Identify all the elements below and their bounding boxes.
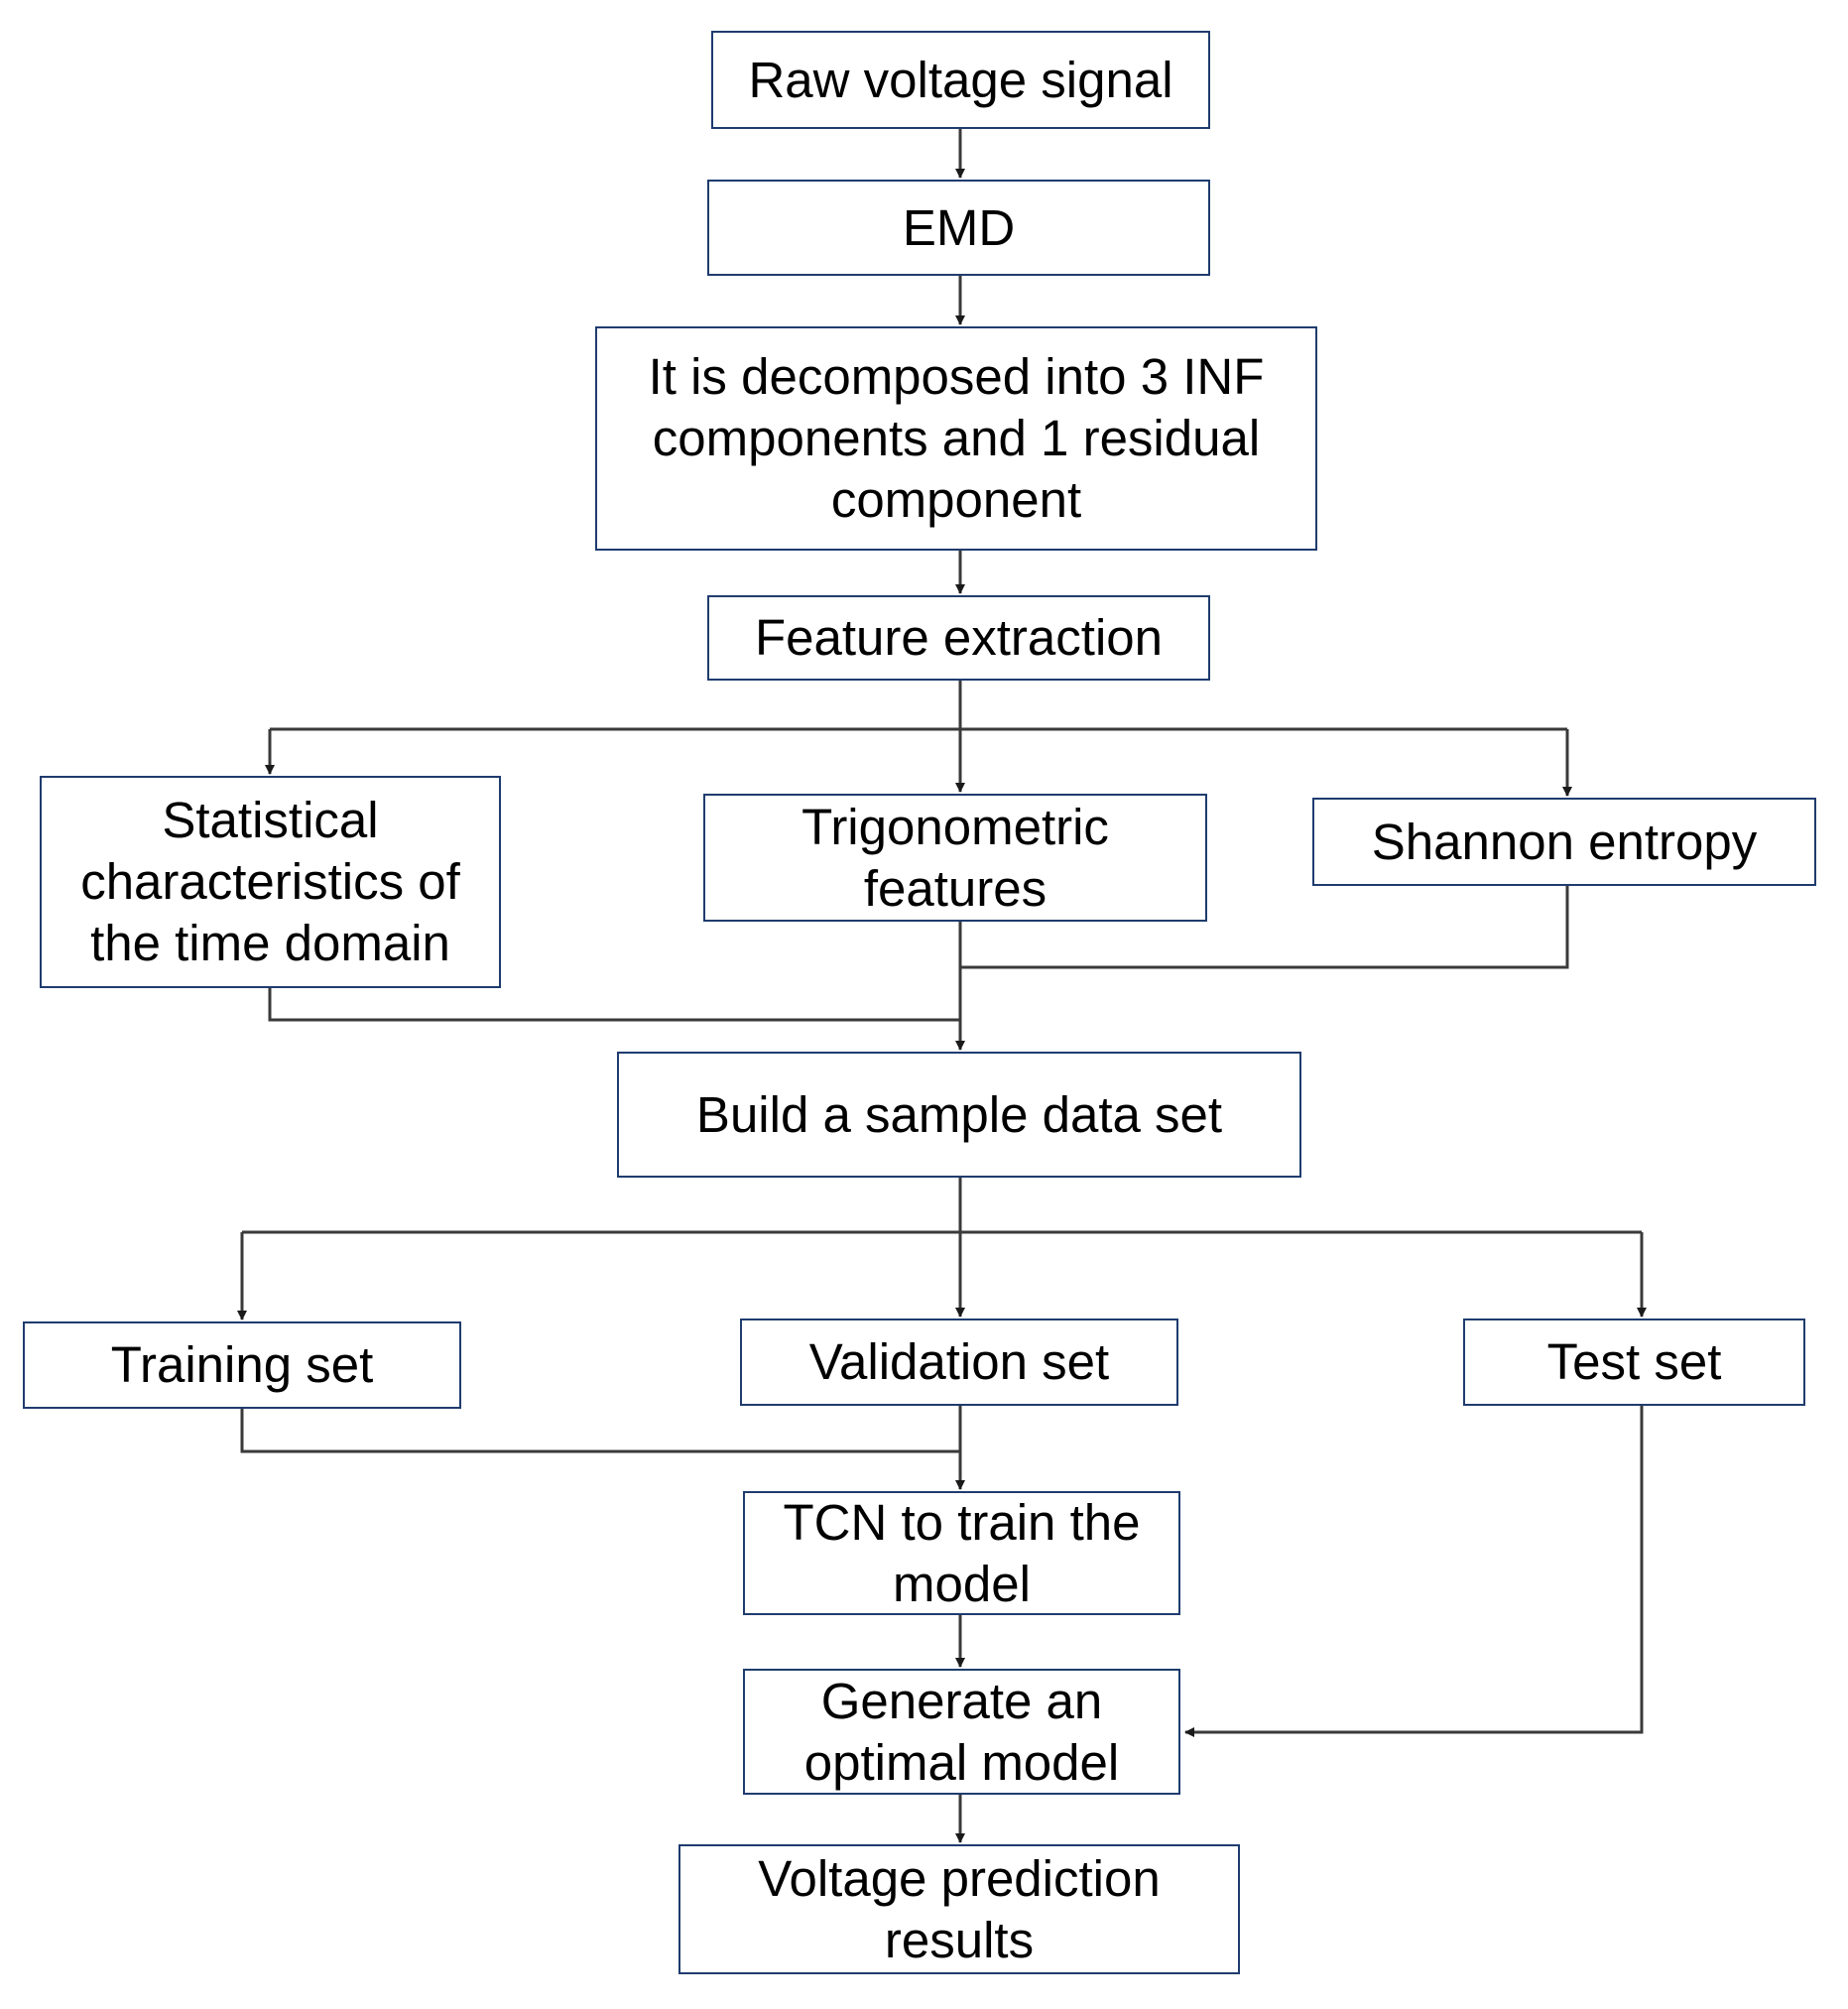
node-label-line: Test set	[1546, 1333, 1722, 1390]
node-label: Shannon entropy	[1372, 812, 1757, 873]
node-label-line: the time domain	[90, 915, 450, 971]
node-label-line: Trigonometric	[801, 798, 1109, 855]
raw-voltage-signal-node: Raw voltage signal	[711, 31, 1210, 129]
node-label: Training set	[111, 1334, 374, 1396]
node-label-line: EMD	[902, 198, 1016, 256]
node-label-line: It is decomposed into 3 INF	[648, 348, 1265, 405]
node-label: Test set	[1547, 1331, 1722, 1393]
feature-extraction-node: Feature extraction	[707, 595, 1210, 681]
node-label-line: features	[863, 859, 1047, 917]
connector-statistical-to-merge	[268, 988, 960, 1022]
node-label-line: Training set	[110, 1336, 374, 1393]
node-label-line: optimal model	[803, 1733, 1120, 1791]
node-label-line: results	[884, 1911, 1035, 1968]
node-label-line: components and 1 residual	[652, 410, 1261, 466]
test-set-node: Test set	[1463, 1318, 1805, 1406]
node-label-line: Raw voltage signal	[748, 51, 1173, 108]
shannon-entropy-node: Shannon entropy	[1312, 798, 1816, 886]
node-label: EMD	[903, 197, 1015, 259]
node-label-line: Validation set	[808, 1333, 1110, 1390]
build-sample-data-set-node: Build a sample data set	[617, 1052, 1301, 1178]
node-label-line: Build a sample data set	[695, 1085, 1223, 1143]
node-label-line: model	[893, 1555, 1031, 1612]
node-label: Raw voltage signal	[748, 50, 1172, 111]
node-label: Feature extraction	[755, 607, 1163, 669]
node-label-line: component	[830, 471, 1082, 528]
node-label-line: Voltage prediction	[758, 1849, 1161, 1907]
training-set-node: Training set	[23, 1321, 461, 1409]
node-label-line: Generate an	[820, 1672, 1103, 1729]
node-label-line: Statistical	[162, 792, 379, 848]
connector-shannon-to-merge	[960, 886, 1569, 969]
arrow-test-to-optimal	[1184, 1406, 1644, 1737]
node-label: Validation set	[809, 1331, 1109, 1393]
node-label-line: TCN to train the	[783, 1493, 1141, 1551]
connector-training-to-tcn	[240, 1409, 960, 1453]
validation-set-node: Validation set	[740, 1318, 1178, 1406]
emd-node: EMD	[707, 180, 1210, 276]
node-label: Build a sample data set	[696, 1084, 1222, 1146]
node-label-line: Feature extraction	[754, 609, 1164, 666]
node-label-line: Shannon entropy	[1371, 813, 1758, 870]
node-label-line: characteristics of	[80, 853, 460, 910]
